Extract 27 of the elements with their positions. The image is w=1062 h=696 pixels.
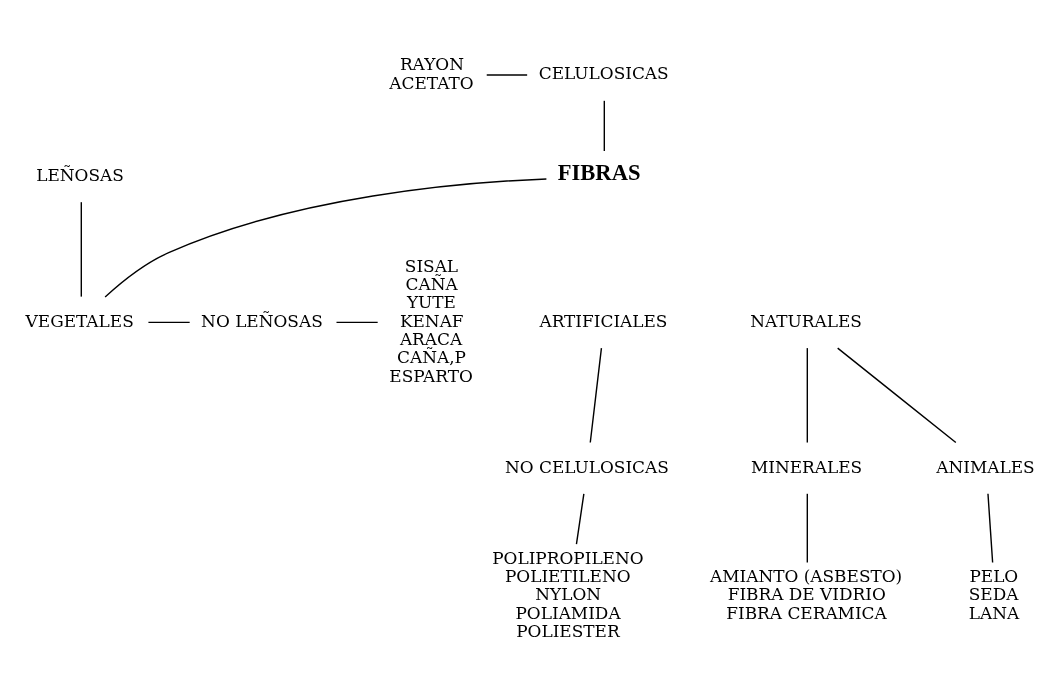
- node-text: NATURALES: [750, 310, 862, 331]
- connector: [80, 201, 82, 297]
- connector: [806, 492, 808, 563]
- connector: [836, 346, 957, 443]
- node-text: SISAL CAÑA YUTE KENAF ARACA CAÑA,P ESPARTO: [389, 255, 473, 386]
- node-text: NO CELULOSICAS: [504, 456, 669, 477]
- node-text: ARTIFICIALES: [539, 310, 668, 331]
- connector: [575, 492, 585, 545]
- connector: [147, 321, 191, 323]
- node-text: VEGETALES: [25, 310, 134, 331]
- node-text: NO LEÑOSAS: [201, 310, 323, 331]
- node-text: CELULOSICAS: [538, 62, 669, 83]
- connector: [589, 346, 603, 443]
- connector: [806, 346, 808, 443]
- node-text: RAYON ACETATO: [389, 53, 474, 93]
- connector: [987, 492, 994, 563]
- node-text: MINERALES: [750, 456, 863, 477]
- node-text: PELO SEDA LANA: [968, 565, 1020, 623]
- connector: [603, 99, 605, 152]
- node-text: AMIANTO (ASBESTO) FIBRA DE VIDRIO FIBRA CERAMICA: [710, 565, 903, 623]
- connector: [486, 73, 528, 76]
- connector: [104, 177, 548, 298]
- node-text: POLIPROPILENO POLIETILENO NYLON POLIAMIDA POLIESTER: [492, 547, 644, 641]
- connector: [335, 321, 379, 323]
- node-text: ANIMALES: [936, 456, 1035, 477]
- node-text: LEÑOSAS: [36, 164, 124, 185]
- node-text: FIBRAS: [557, 159, 641, 185]
